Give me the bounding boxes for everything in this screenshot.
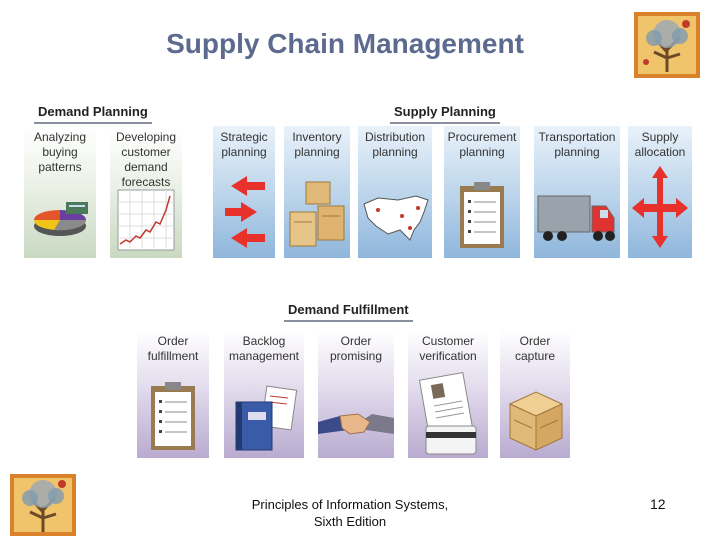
tile-procurement-planning: Procurement planning <box>444 126 520 258</box>
tile-label: Order fulfillment <box>147 334 199 363</box>
slide-title: Supply Chain Management <box>166 28 524 59</box>
tile-label: Order capture <box>514 334 556 363</box>
tile-backlog-management: Backlog management <box>224 330 304 458</box>
tile-label: Customer verification <box>419 334 477 363</box>
tile-label: Supply allocation <box>634 130 686 159</box>
boxes-icon <box>289 181 345 247</box>
binder-icon <box>235 385 298 451</box>
clipboard-icon <box>460 182 504 248</box>
line-graph-icon <box>117 189 175 251</box>
tile-label: Analyzing buying patterns <box>33 130 87 174</box>
tile-order-fulfillment: Order fulfillment <box>137 330 209 458</box>
us-map-icon <box>363 195 429 241</box>
footer-text: Principles of Information Systems, Sixth… <box>251 497 449 529</box>
arrows-icon <box>225 176 265 248</box>
tile-order-capture: Order capture <box>500 330 570 458</box>
tile-analyzing-buying-patterns: Analyzing buying patterns <box>24 126 96 258</box>
split-arrow-icon <box>632 166 688 248</box>
tile-label: Order promising <box>329 334 383 363</box>
tile-order-promising: Order promising <box>318 330 394 458</box>
demand-fulfillment-heading: Demand Fulfillment <box>284 302 413 322</box>
tile-label: Developing customer demand forecasts <box>115 130 177 189</box>
tile-developing-forecasts: Developing customer demand forecasts <box>110 126 182 258</box>
tile-label: Strategic planning <box>220 130 268 159</box>
pie-chart-icon <box>33 202 88 236</box>
tree-logo-icon <box>10 474 76 536</box>
supply-planning-heading: Supply Planning <box>390 104 500 124</box>
handshake-icon <box>318 413 394 435</box>
crate-icon <box>508 391 564 451</box>
tile-label: Transportation planning <box>538 130 616 159</box>
tile-distribution-planning: Distribution planning <box>358 126 432 258</box>
tile-transportation-planning: Transportation planning <box>534 126 620 258</box>
clipboard-icon <box>151 382 195 450</box>
tile-customer-verification: Customer verification <box>408 330 488 458</box>
id-card-icon <box>418 372 477 455</box>
tile-label: Backlog management <box>228 334 300 363</box>
tile-label: Procurement planning <box>447 130 517 159</box>
page-number: 12 <box>650 496 666 512</box>
tile-label: Distribution planning <box>364 130 426 159</box>
tile-label: Inventory planning <box>292 130 342 159</box>
tile-inventory-planning: Inventory planning <box>284 126 350 258</box>
demand-planning-heading: Demand Planning <box>34 104 152 124</box>
truck-icon <box>537 195 615 241</box>
tile-supply-allocation: Supply allocation <box>628 126 692 258</box>
tile-strategic-planning: Strategic planning <box>213 126 275 258</box>
tree-logo-icon <box>634 12 700 78</box>
